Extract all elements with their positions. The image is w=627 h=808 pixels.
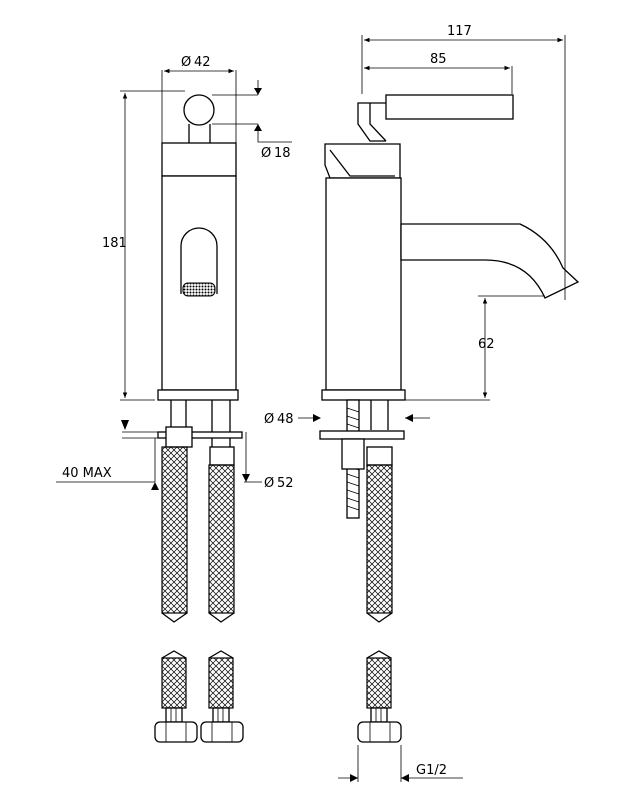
- body-cap: [161, 142, 237, 177]
- side-braided-hose: [366, 464, 393, 614]
- base-ring: [157, 389, 239, 401]
- side-base-ring: [321, 389, 406, 401]
- braided-hose-right: [208, 464, 235, 614]
- dim-top-diameter: 42: [194, 55, 211, 70]
- dim-projection: 117: [447, 24, 472, 39]
- spout-opening: [180, 227, 218, 294]
- dim-thread: G1/2: [416, 763, 447, 778]
- dim-height: 181: [102, 236, 127, 251]
- dimension-lines: [56, 35, 566, 782]
- hose-nut-right: [209, 446, 235, 466]
- dim-base-diameter-symbol: Ø: [264, 412, 274, 427]
- hose-end-left: [161, 657, 187, 709]
- hose-end-right: [208, 657, 234, 709]
- dim-lever-diameter-symbol: Ø: [261, 146, 271, 161]
- front-view: [154, 94, 244, 743]
- hex-nut-right: [200, 721, 244, 743]
- dim-deck-thickness: 40 MAX: [62, 466, 112, 481]
- side-body: [325, 177, 402, 391]
- dim-spout-height: 62: [478, 337, 495, 352]
- dim-lever-diameter: 18: [274, 146, 291, 161]
- hose-nut-left: [165, 426, 193, 448]
- lever-arm: [357, 102, 387, 142]
- braided-hose-left: [161, 446, 188, 614]
- side-hex-nut: [357, 721, 402, 743]
- aerator: [182, 282, 216, 297]
- spout: [400, 223, 580, 299]
- side-view: [319, 94, 580, 743]
- dim-top-diameter-symbol: Ø: [181, 55, 191, 70]
- side-cap: [324, 143, 401, 179]
- lever-stem: [188, 124, 211, 143]
- lever-knob: [183, 94, 215, 126]
- dim-hole-diameter-symbol: Ø: [264, 476, 274, 491]
- tail-pipes: [170, 400, 231, 449]
- side-fixing-plate: [319, 430, 405, 440]
- dim-hole-diameter: 52: [277, 476, 294, 491]
- side-hose-end: [366, 657, 392, 709]
- dim-spout-reach: 85: [430, 52, 447, 67]
- fixing-plate: [157, 431, 243, 439]
- hex-nut-left: [154, 721, 198, 743]
- lever-handle: [385, 94, 514, 120]
- dim-base-diameter: 48: [277, 412, 294, 427]
